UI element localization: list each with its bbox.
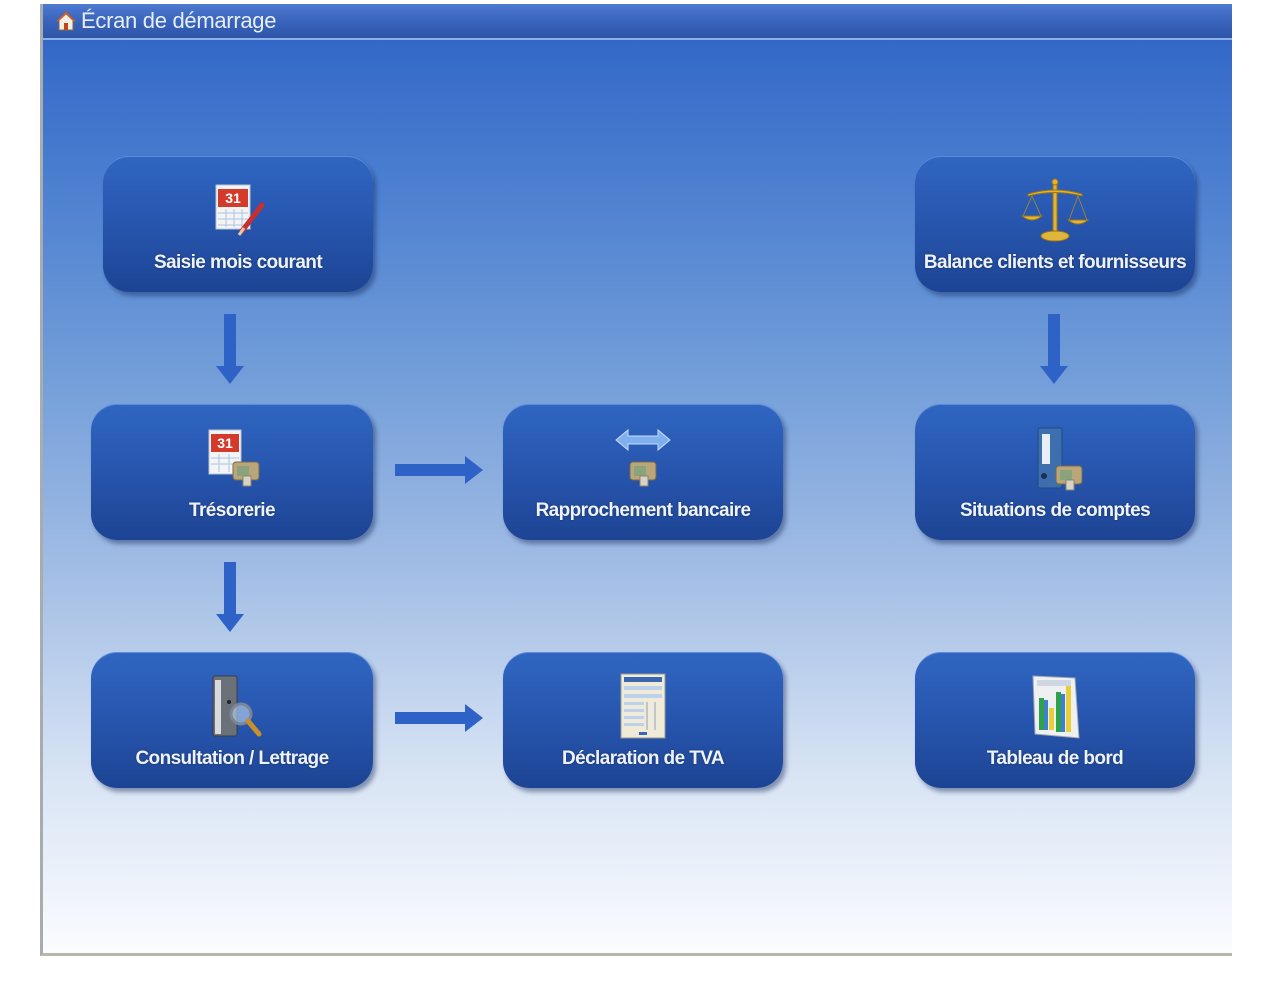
tax-form-icon: [620, 673, 666, 739]
tile-situations-de-comptes[interactable]: Situations de comptes: [915, 404, 1195, 540]
title-bar: Écran de démarrage: [43, 4, 1232, 40]
tile-saisie-mois-courant[interactable]: 31 Saisie mois courant: [103, 156, 373, 292]
calendar-edit-icon: 31: [215, 184, 265, 236]
binder-search-icon: [212, 675, 262, 737]
exchange-money-icon: [615, 428, 671, 487]
tile-label: Trésorerie: [189, 500, 276, 521]
arrow-right-icon: [395, 456, 483, 484]
calendar-money-icon: 31: [208, 429, 260, 487]
tile-label: Rapprochement bancaire: [535, 500, 751, 521]
svg-text:31: 31: [217, 435, 233, 451]
workflow-canvas: 31 Saisie mois courant: [43, 40, 1232, 953]
bar-chart-icon: [1032, 675, 1080, 739]
tile-declaration-tva[interactable]: Déclaration de TVA: [503, 652, 783, 788]
start-screen-window: Écran de démarrage 31 Saisie mois couran…: [40, 4, 1232, 956]
arrow-down-icon: [216, 562, 244, 632]
tile-consultation-lettrage[interactable]: Consultation / Lettrage: [91, 652, 373, 788]
tile-label: Consultation / Lettrage: [135, 748, 329, 769]
tile-balance-clients-fournisseurs[interactable]: Balance clients et fournisseurs: [915, 156, 1195, 292]
tile-label: Saisie mois courant: [153, 252, 323, 273]
window-title: Écran de démarrage: [81, 8, 277, 33]
tile-label: Situations de comptes: [959, 500, 1151, 521]
arrow-down-icon: [1040, 314, 1068, 384]
scales-icon: [1020, 178, 1090, 242]
tile-label: Balance clients et fournisseurs: [923, 252, 1187, 273]
tile-tresorerie[interactable]: 31 Trésorerie: [91, 404, 373, 540]
tile-label: Tableau de bord: [986, 748, 1124, 769]
arrow-down-icon: [216, 314, 244, 384]
tile-label: Déclaration de TVA: [562, 748, 725, 769]
tile-rapprochement-bancaire[interactable]: Rapprochement bancaire: [503, 404, 783, 540]
tile-tableau-de-bord[interactable]: Tableau de bord: [915, 652, 1195, 788]
svg-text:31: 31: [225, 190, 241, 206]
home-icon: [55, 11, 77, 31]
arrow-right-icon: [395, 704, 483, 732]
binder-money-icon: [1037, 427, 1083, 491]
